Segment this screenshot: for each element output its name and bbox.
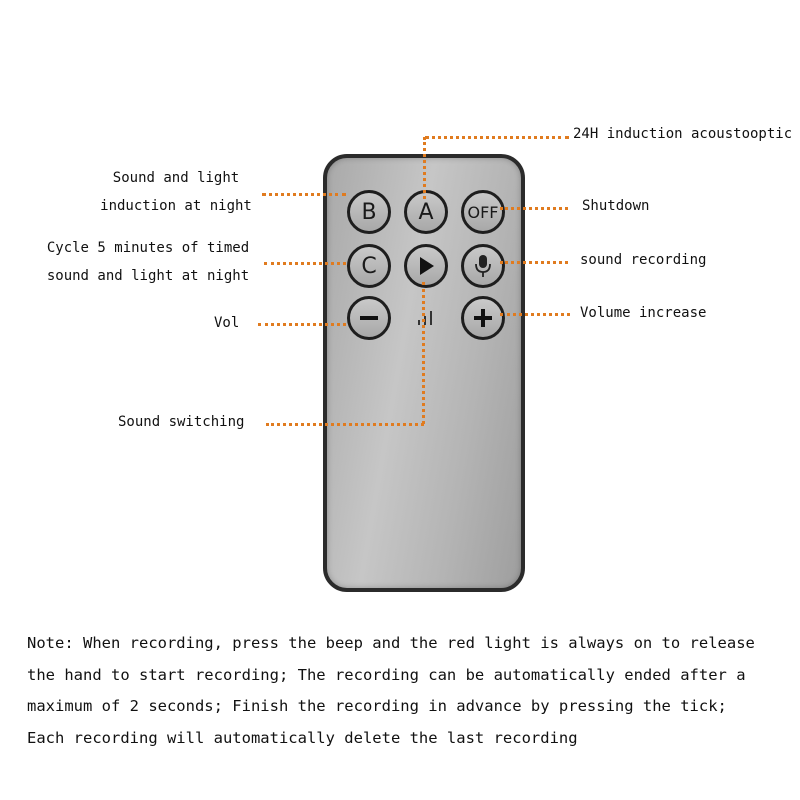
label-cycle-line1: Cycle 5 minutes of timed	[46, 240, 250, 256]
c-button-label: C	[361, 253, 377, 279]
a-button[interactable]: A	[404, 190, 448, 234]
plus-icon	[474, 309, 492, 327]
leader-volume-increase	[500, 313, 570, 316]
play-icon	[420, 257, 434, 275]
label-cycle-line2: sound and light at night	[46, 268, 250, 284]
label-volume-increase: Volume increase	[580, 305, 707, 321]
remote-control: B A OFF C	[323, 154, 525, 592]
volume-up-button[interactable]	[461, 296, 505, 340]
leader-24h-horizontal	[425, 136, 569, 139]
note-line-1: Note: When recording, press the beep and…	[27, 634, 755, 652]
record-button[interactable]	[461, 244, 505, 288]
leader-vol	[258, 323, 346, 326]
sound-switch-button[interactable]	[415, 306, 437, 328]
volume-down-button[interactable]	[347, 296, 391, 340]
off-button-label: OFF	[467, 202, 499, 222]
note-line-3: maximum of 2 seconds; Finish the recordi…	[27, 697, 727, 715]
leader-cycle	[264, 262, 346, 265]
label-sound-light-line1: Sound and light	[112, 170, 240, 186]
label-cycle: Cycle 5 minutes of timed sound and light…	[36, 234, 260, 290]
b-button[interactable]: B	[347, 190, 391, 234]
leader-sound-switching-horizontal	[266, 423, 424, 426]
label-sound-light-line2: induction at night	[100, 198, 252, 214]
play-button[interactable]	[404, 244, 448, 288]
label-sound-switching: Sound switching	[118, 414, 245, 430]
leader-shutdown	[500, 207, 568, 210]
microphone-icon	[475, 255, 491, 277]
label-sound-light: Sound and light induction at night	[76, 164, 276, 220]
label-sound-recording: sound recording	[580, 252, 707, 268]
leader-sound-light	[262, 193, 346, 196]
minus-icon	[360, 316, 378, 320]
a-button-label: A	[418, 199, 434, 225]
signal-bars-icon	[418, 311, 432, 325]
b-button-label: B	[361, 199, 377, 225]
label-vol: Vol	[214, 315, 240, 331]
label-shutdown: Shutdown	[582, 198, 650, 214]
leader-24h-vertical	[423, 137, 426, 199]
leader-sound-switching-vertical	[422, 282, 425, 424]
leader-sound-recording	[500, 261, 568, 264]
note-line-2: the hand to start recording; The recordi…	[27, 665, 746, 684]
c-button[interactable]: C	[347, 244, 391, 288]
off-button[interactable]: OFF	[461, 190, 505, 234]
note-line-4: Each recording will automatically delete…	[27, 728, 578, 747]
label-24h-induction: 24H induction acoustooptic	[573, 126, 793, 142]
recording-note: Note: When recording, press the beep and…	[27, 628, 787, 754]
